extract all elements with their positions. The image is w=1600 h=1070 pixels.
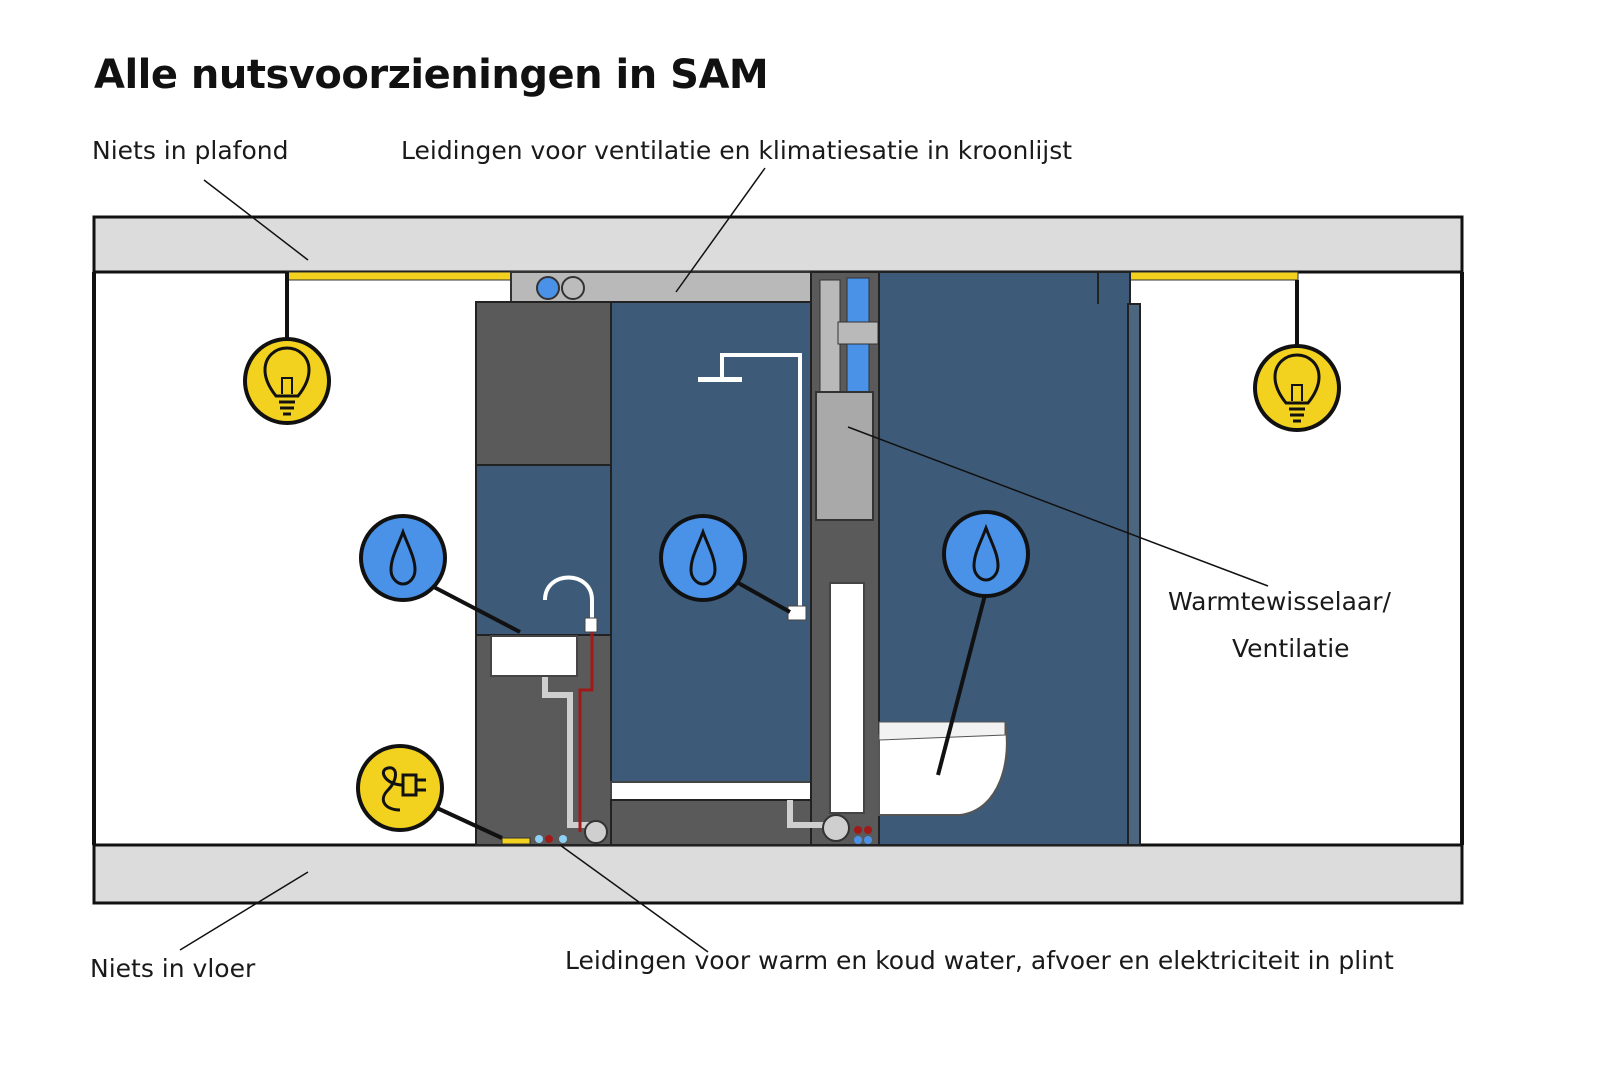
toilet-wall-edge [1127,303,1141,846]
shower-base [610,799,812,846]
callout-toilet [936,594,987,776]
plug-icon [356,744,444,832]
label-floor: Niets in vloer [90,954,256,983]
page-title: Alle nutsvoorzieningen in SAM [94,52,769,98]
label-cornice: Leidingen voor ventilatie en klimatiesat… [401,136,1073,165]
shower-mixer [787,605,807,621]
water-drop-icon [942,510,1030,598]
shower-drain-pipe [787,800,830,828]
heat-exchanger-unit [815,391,874,521]
label-plinth: Leidingen voor warm en koud water, afvoe… [565,946,1394,975]
upper-cabinet [475,301,612,466]
faucet-base [584,617,598,633]
toilet-drain-joint [822,814,850,842]
leader-heat-exchanger [847,426,1269,587]
plinth-pipe-cold-2 [559,835,567,843]
sink-drain-pipe [542,677,590,828]
sink-drain-joint [584,820,608,844]
ceiling-slab [92,215,1464,274]
mirror-panel [475,464,612,636]
shower-pipe [720,353,802,610]
sink-faucet [543,575,594,620]
plinth-pipe-blue [854,836,862,844]
ventilation-duct-crossover [837,321,879,345]
sink-hot-water-pipe [578,632,594,832]
plinth-pipe-red [854,826,862,834]
ventilation-duct-grey [819,279,841,393]
label-ceiling: Niets in plafond [92,136,289,165]
lightbulb-icon [1253,344,1341,432]
ceiling-light-strip-left [286,271,512,281]
floor-slab [92,843,1464,905]
plinth-pipe-cold [535,835,543,843]
ceiling-light-strip-right [1107,271,1299,281]
sink [490,635,578,677]
callout-shower [732,578,791,614]
leader-cornice [675,167,766,293]
toilet-cistern [829,582,865,814]
label-heat-exchanger-2: Ventilatie [1232,634,1350,663]
plinth-electric [501,837,531,845]
shower-head [698,377,742,382]
water-drop-icon [359,514,447,602]
callout-sink [429,583,521,634]
shower-tray [610,781,812,801]
leader-ceiling [203,179,309,261]
toilet-seat [878,721,1006,741]
plinth-pipe-red-2 [864,826,872,834]
plinth-pipe-blue-2 [864,836,872,844]
duct-pipe-blue [536,276,560,300]
leader-floor [179,871,309,951]
toilet-bowl [878,720,1008,816]
label-heat-exchanger-1: Warmtewisselaar/ [1168,587,1391,616]
lightbulb-icon [243,337,331,425]
callout-plug [436,806,503,840]
water-drop-icon [659,514,747,602]
duct-pipe-grey [561,276,585,300]
leader-plinth [559,844,709,953]
plinth-pipe-hot [545,835,553,843]
